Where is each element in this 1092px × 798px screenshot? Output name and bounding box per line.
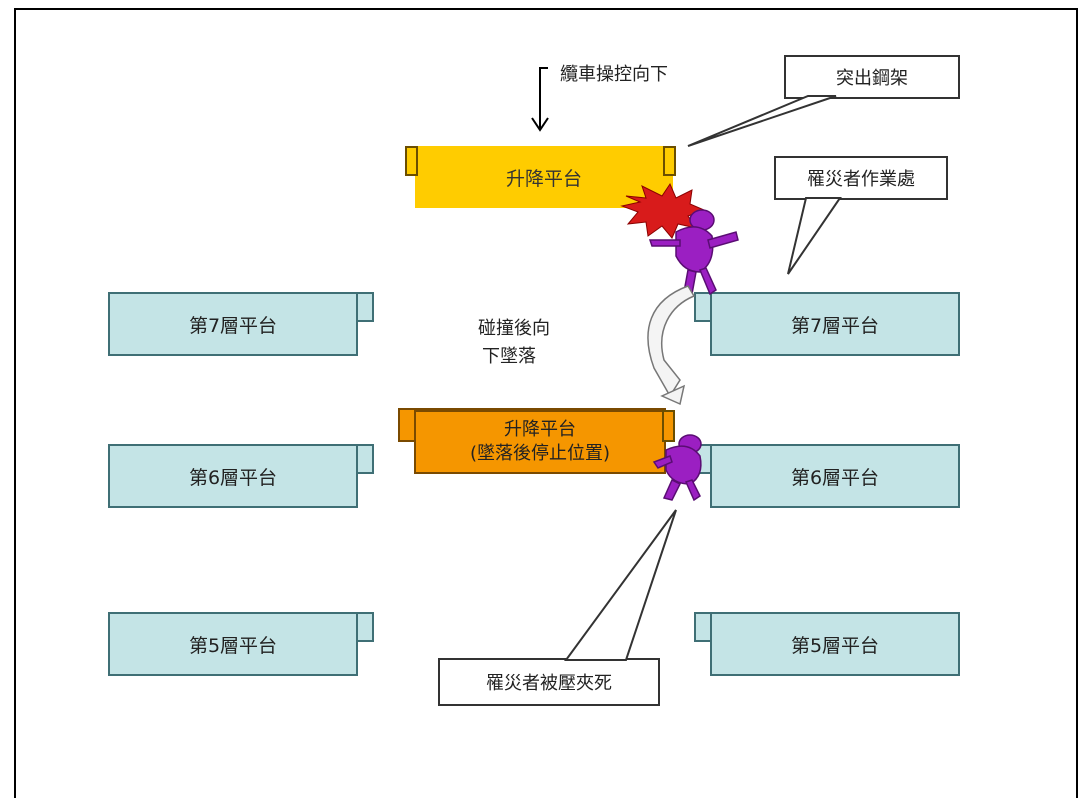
lift-bottom-right-bracket [662,410,675,442]
left-floor-6-label: 第6層平台 [188,466,278,489]
left-floor-6: 第6層平台 [108,444,358,508]
victim-crushed-pointer [564,509,677,661]
down-arrow-icon [531,67,549,132]
victim-working-callout: 罹災者作業處 [774,156,948,200]
operator-action-label: 纜車操控向下 [560,64,668,85]
left-floor-5-label: 第5層平台 [188,634,278,657]
lift-platform-bottom: 升降平台 (墜落後停止位置) [414,410,666,474]
right-floor-7: 第7層平台 [710,292,960,356]
victim-crushed-text: 罹災者被壓夾死 [486,673,612,694]
right-floor-7-label: 第7層平台 [790,314,880,337]
right-floor-6-label: 第6層平台 [790,466,880,489]
lift-platform-bottom-line2: (墜落後停止位置) [469,443,611,464]
diagram-frame [14,8,1078,798]
worker-lower-icon [652,434,702,502]
lift-top-right-bracket [663,146,676,176]
left-floor-5: 第5層平台 [108,612,358,676]
right-floor-5: 第5層平台 [710,612,960,676]
fall-path-arrow [647,285,696,406]
lift-platform-bottom-line1: 升降平台 [504,419,576,440]
worker-upper-icon [648,209,739,296]
lift-top-left-bracket [405,146,418,176]
victim-working-text: 罹災者作業處 [807,169,915,190]
collision-fall-label-1: 碰撞後向 [478,318,550,339]
protruding-frame-pointer [687,95,837,147]
victim-crushed-callout: 罹災者被壓夾死 [438,658,660,706]
left-floor-7: 第7層平台 [108,292,358,356]
right-floor-6: 第6層平台 [710,444,960,508]
left-floor-7-label: 第7層平台 [188,314,278,337]
lift-platform-top-label: 升降平台 [505,167,582,190]
protruding-frame-text: 突出鋼架 [836,68,908,89]
collision-fall-label-2: 下墜落 [482,346,536,367]
protruding-frame-callout: 突出鋼架 [784,55,960,99]
right-floor-5-label: 第5層平台 [790,634,880,657]
victim-working-pointer [787,197,842,275]
